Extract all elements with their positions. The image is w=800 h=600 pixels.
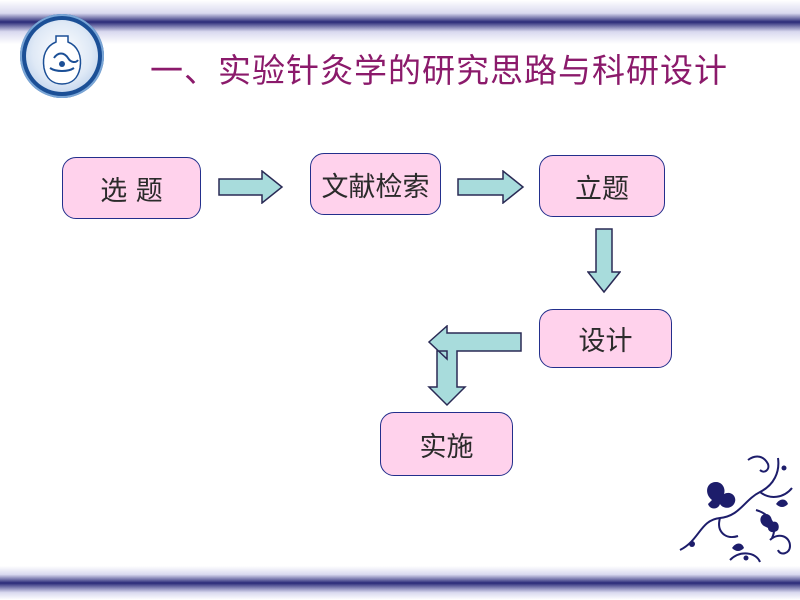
step-box-establish-topic: 立题 [539,155,665,217]
floral-ornament-icon [679,455,793,563]
bottom-decorative-band [0,566,800,600]
porcelain-vase-icon [20,14,104,98]
arrow-down-icon [587,228,621,294]
arrow-left-down-icon [427,325,522,407]
arrow-right-1-icon [218,170,284,204]
step-box-literature-search: 文献检索 [310,153,441,215]
arrow-right-2-icon [457,170,525,204]
page-title: 一、实验针灸学的研究思路与科研设计 [150,51,728,90]
step-box-design: 设计 [539,309,672,368]
top-decorative-band [0,0,800,44]
step-box-implement: 实施 [380,412,513,476]
step-box-select-topic: 选 题 [62,157,201,219]
